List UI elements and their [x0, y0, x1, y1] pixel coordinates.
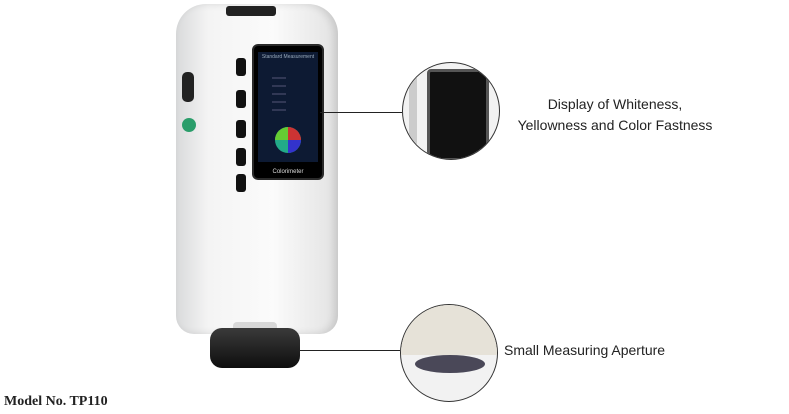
callout-line: [320, 112, 402, 113]
color-wheel-icon: [272, 77, 301, 153]
device-button: [236, 148, 246, 166]
side-switch: [182, 72, 194, 102]
device-button: [236, 120, 246, 138]
callout-line: [296, 350, 400, 351]
brand-label: Colorimeter: [272, 169, 304, 175]
label-line: Display of Whiteness,: [547, 96, 683, 112]
callout-label-aperture: Small Measuring Aperture: [504, 342, 666, 358]
screen-title: Standard Measurement: [261, 54, 315, 60]
display-detail-circle: [402, 62, 500, 160]
callout-label-display: Display of Whiteness, Yellowness and Col…: [500, 94, 730, 136]
model-number: Model No. TP110: [4, 394, 108, 409]
aperture-detail-circle: [400, 304, 498, 402]
device-screen: Standard Measurement Colorimeter: [252, 44, 324, 180]
label-line: Yellowness and Color Fastness: [517, 117, 713, 133]
device-button: [236, 58, 246, 76]
device-base: [210, 328, 300, 368]
device-button: [236, 174, 246, 192]
device-button: [236, 90, 246, 108]
logo-icon: [182, 118, 196, 132]
top-window: [226, 6, 276, 16]
